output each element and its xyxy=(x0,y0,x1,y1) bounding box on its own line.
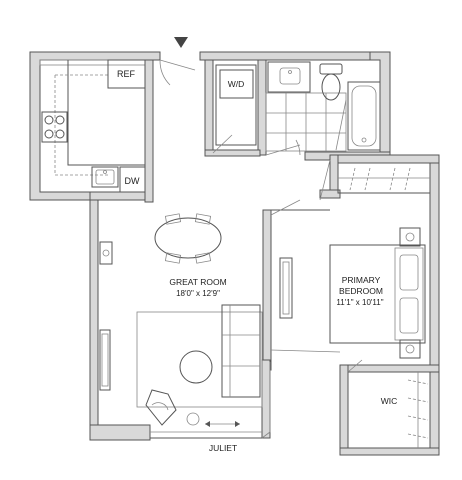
armchair-icon xyxy=(145,389,177,426)
walk-in-closet: WIC xyxy=(347,359,431,449)
juliet-balcony: JULIET xyxy=(149,362,271,453)
ref-label: REF xyxy=(117,69,136,79)
bathroom-sink-icon xyxy=(267,61,311,93)
walls xyxy=(29,51,440,456)
area-rug xyxy=(136,311,263,408)
bedroom-name-line1: PRIMARY xyxy=(342,275,381,285)
bed-icon xyxy=(329,227,426,359)
bathtub-icon xyxy=(347,81,381,151)
arrow-left-icon xyxy=(205,421,210,427)
cooktop-icon xyxy=(41,111,68,143)
toilet-icon xyxy=(319,63,343,101)
console-table xyxy=(99,241,113,265)
great-room-name: GREAT ROOM xyxy=(169,277,226,287)
dining-table-icon xyxy=(154,213,222,264)
dishwasher xyxy=(119,166,146,193)
dresser xyxy=(279,257,293,319)
kitchen: REF DW xyxy=(39,59,146,193)
arrow-right-icon xyxy=(235,421,240,427)
bedroom-closet xyxy=(319,159,431,201)
bathroom xyxy=(265,61,381,156)
washer-dryer xyxy=(219,69,254,99)
kitchen-sink-icon xyxy=(91,166,119,188)
wd-label: W/D xyxy=(228,79,245,89)
wic-label: WIC xyxy=(381,396,398,406)
juliet-label: JULIET xyxy=(209,443,237,453)
media-console xyxy=(99,329,111,391)
bedroom-dims: 11'1" x 10'11" xyxy=(336,298,383,307)
great-room-dims: 18'0" x 12'9" xyxy=(176,289,220,298)
sofa-icon xyxy=(221,304,261,398)
bedroom-name-line2: BEDROOM xyxy=(339,286,383,296)
refrigerator xyxy=(107,59,146,89)
entry xyxy=(159,37,196,86)
dw-label: DW xyxy=(125,176,140,186)
great-room: GREAT ROOM 18'0" x 12'9" xyxy=(99,213,263,426)
entry-arrow-icon xyxy=(174,37,188,48)
coffee-table xyxy=(179,350,213,384)
primary-bedroom: PRIMARY BEDROOM 11'1" x 10'11" xyxy=(270,199,426,359)
laundry: W/D xyxy=(212,64,257,154)
